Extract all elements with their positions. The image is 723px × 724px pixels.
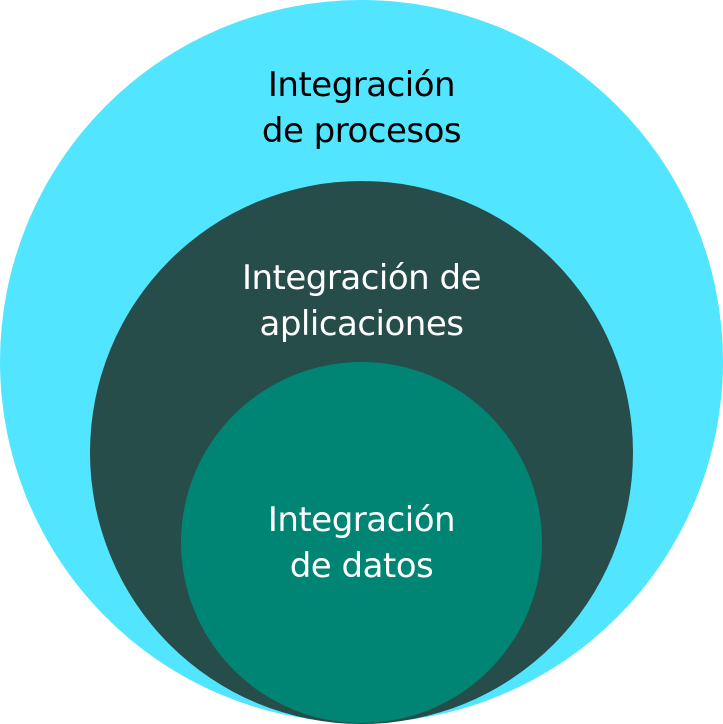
label-line: Integración <box>267 500 456 540</box>
label-line: Integración <box>267 65 456 105</box>
process-integration-label: Integración de procesos <box>0 62 723 154</box>
label-line: de datos <box>289 546 434 586</box>
application-integration-label: Integración de aplicaciones <box>0 255 723 347</box>
label-line: de procesos <box>261 111 462 151</box>
data-integration-circle <box>181 362 542 723</box>
label-line: aplicaciones <box>259 304 464 344</box>
label-line: Integración de <box>241 258 482 298</box>
data-integration-label: Integración de datos <box>0 497 723 589</box>
